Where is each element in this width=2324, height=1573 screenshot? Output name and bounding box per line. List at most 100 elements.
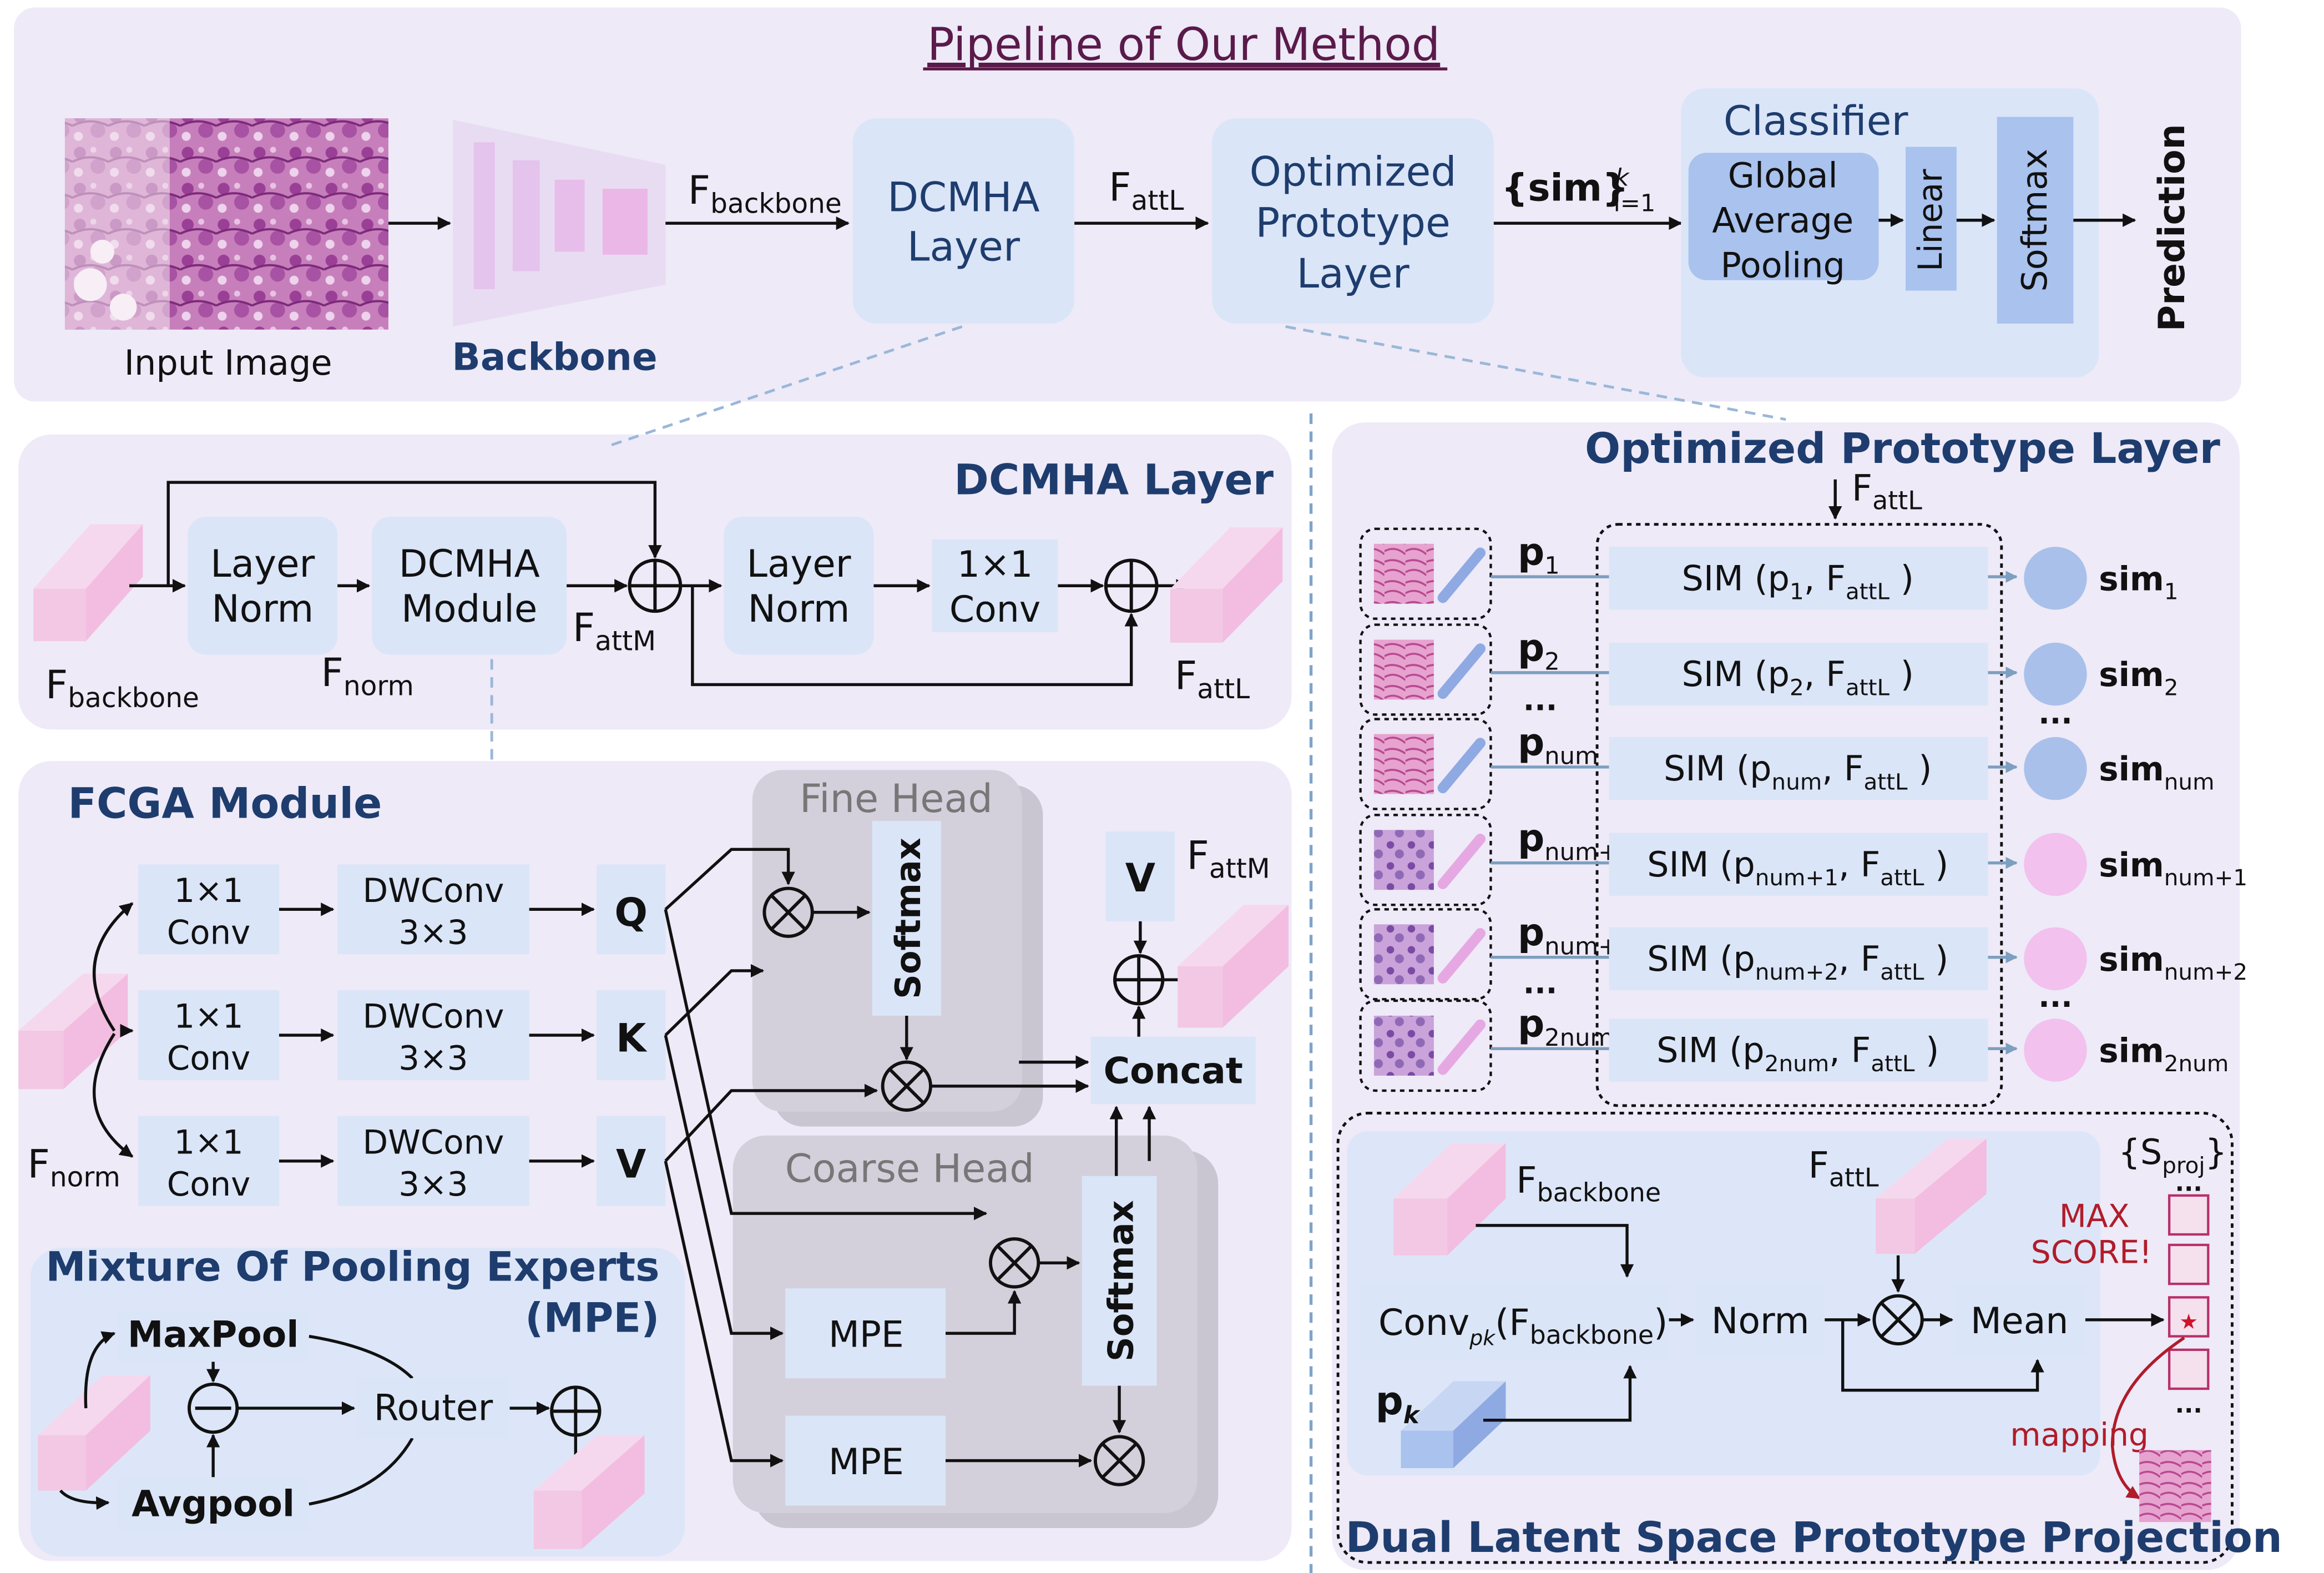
svg-text:Module: Module <box>401 587 537 631</box>
proto-f-attl: FattL <box>1852 467 1922 515</box>
dcmha-layernorm-2 <box>724 517 874 655</box>
proto-layer-line3: Layer <box>1297 250 1409 298</box>
dcmha-zoom-line <box>611 325 963 446</box>
prototype-vector-icon <box>1437 1019 1486 1075</box>
svg-text:3×3: 3×3 <box>398 1166 468 1204</box>
coarse-mpe-2 <box>785 1415 946 1506</box>
mapping-arrow <box>2110 1337 2185 1500</box>
prototype-label: pnum <box>1518 720 1598 770</box>
dual-title: Dual Latent Space Prototype Projection <box>1346 1513 2282 1562</box>
fine-softmax-block <box>872 821 941 1016</box>
dcmha-layer-line1: DCMHA <box>887 174 1040 221</box>
fcga-conv-k: 1×1 Conv <box>138 990 279 1081</box>
max-score-star-icon: ★ <box>2179 1309 2198 1334</box>
svg-text:...: ... <box>2175 1169 2202 1197</box>
dual-mean-block <box>1955 1284 2085 1356</box>
ellipsis-1: ... <box>1523 682 1558 717</box>
prototype-patch-box <box>1359 623 1492 716</box>
sim-block <box>1609 1019 1988 1082</box>
s-proj-label: {Sproj} <box>2118 1132 2227 1178</box>
fcga-title: FCGA Module <box>68 779 382 828</box>
dcmha-conv-block <box>932 539 1058 632</box>
f-attl-cuboid <box>1170 527 1283 643</box>
fcga-conv-v: 1×1 Conv <box>138 1116 279 1206</box>
svg-text:1×1: 1×1 <box>957 544 1033 586</box>
sim-formula: SIM (p2num, FattL ) <box>1656 1030 1939 1077</box>
svg-text:Conv: Conv <box>949 589 1040 631</box>
dual-mult <box>1872 1294 1924 1346</box>
mpe-input-cuboid <box>38 1375 150 1491</box>
coarse-mult-2 <box>1093 1435 1145 1486</box>
sim-output-label: sim2 <box>2099 656 2178 700</box>
softmax-label: Softmax <box>2014 149 2055 292</box>
sim-output-label: simnum <box>2099 750 2214 795</box>
prototype-patch-box <box>1359 718 1492 810</box>
dcmha-skip-1 <box>166 481 662 586</box>
dcmha-f-attm-label: FattM <box>573 605 656 657</box>
sim-output-label: simnum+1 <box>2099 846 2247 891</box>
prototype-patch-box <box>1359 527 1492 620</box>
sim-formula: SIM (pnum, FattL ) <box>1664 748 1932 795</box>
proto-panel-title: Optimized Prototype Layer <box>1585 424 2221 473</box>
svg-text:1×1: 1×1 <box>174 1123 243 1162</box>
sim-block <box>1609 737 1988 800</box>
mapping-label: mapping <box>2010 1417 2149 1454</box>
sim-output-label: sim1 <box>2099 560 2178 604</box>
prototype-label: p1 <box>1518 530 1560 580</box>
dcmha-layernorm-1 <box>188 517 338 655</box>
mapped-patch-image <box>2139 1450 2211 1522</box>
prototype-label: p2num <box>1518 1002 1614 1052</box>
dcmha-layer-block <box>852 118 1075 324</box>
prototype-patch-box <box>1359 999 1492 1092</box>
dcmha-module-block <box>372 517 567 655</box>
coarse-head-label: Coarse Head <box>785 1146 1034 1192</box>
svg-text:V: V <box>1125 855 1155 901</box>
gap-line3: Pooling <box>1721 245 1845 285</box>
fine-head-label: Fine Head <box>800 776 993 821</box>
maxpool-block <box>117 1310 309 1362</box>
sim-set-label: {sim} <box>1501 166 1629 210</box>
proto-zoom-line <box>1285 325 1786 421</box>
softmax-block <box>1997 117 2074 324</box>
coarse-softmax-block <box>1082 1176 1157 1386</box>
svg-text:Norm: Norm <box>747 587 850 631</box>
max-score-line1: MAX <box>2059 1198 2130 1235</box>
sim-formula: SIM (p2, FattL ) <box>1681 654 1914 700</box>
dcmha-f-attl-label: FattL <box>1175 653 1250 705</box>
svg-text:Conv: Conv <box>167 914 251 952</box>
svg-text:DWConv: DWConv <box>362 998 504 1036</box>
dcmha-add-1 <box>628 558 683 613</box>
f-attm-cuboid <box>1178 905 1289 1028</box>
coarse-mult-1 <box>988 1237 1040 1289</box>
prototype-patch-image <box>1373 1015 1434 1076</box>
svg-text:Layer: Layer <box>210 542 315 586</box>
fcga-dwconv-k: DWConv 3×3 <box>337 990 529 1081</box>
svg-text:Concat: Concat <box>1104 1050 1243 1092</box>
sim-dashed-box <box>1595 523 2003 1107</box>
svg-text:MPE: MPE <box>828 1314 904 1355</box>
f-backbone-label: Fbackbone <box>688 168 842 219</box>
prototype-vector-icon <box>1437 643 1486 699</box>
fcga-dwconv-v: DWConv 3×3 <box>337 1116 529 1206</box>
backbone-label: Backbone <box>452 335 657 379</box>
dual-f-attl-label: FattL <box>1808 1145 1879 1192</box>
prototype-patch-box <box>1359 908 1492 1001</box>
mpe-title-line1: Mixture Of Pooling Experts <box>46 1244 659 1291</box>
fcga-conv-q: 1×1 Conv <box>138 864 279 955</box>
input-image <box>64 118 388 330</box>
prototype-patch-image <box>1373 639 1434 700</box>
fcga-f-attm-label: FattM <box>1187 833 1270 884</box>
dual-conv-block <box>1358 1284 1669 1359</box>
v-block <box>597 1116 666 1206</box>
dual-f-backbone-label: Fbackbone <box>1516 1159 1661 1207</box>
dcmha-add-2 <box>1104 558 1159 613</box>
fcga-add <box>1113 954 1165 1006</box>
proto-layer-line1: Optimized <box>1250 149 1457 196</box>
fcga-v-top <box>1105 831 1175 921</box>
svg-text:Norm: Norm <box>1711 1300 1810 1342</box>
dual-f-backbone-cuboid <box>1393 1143 1506 1256</box>
